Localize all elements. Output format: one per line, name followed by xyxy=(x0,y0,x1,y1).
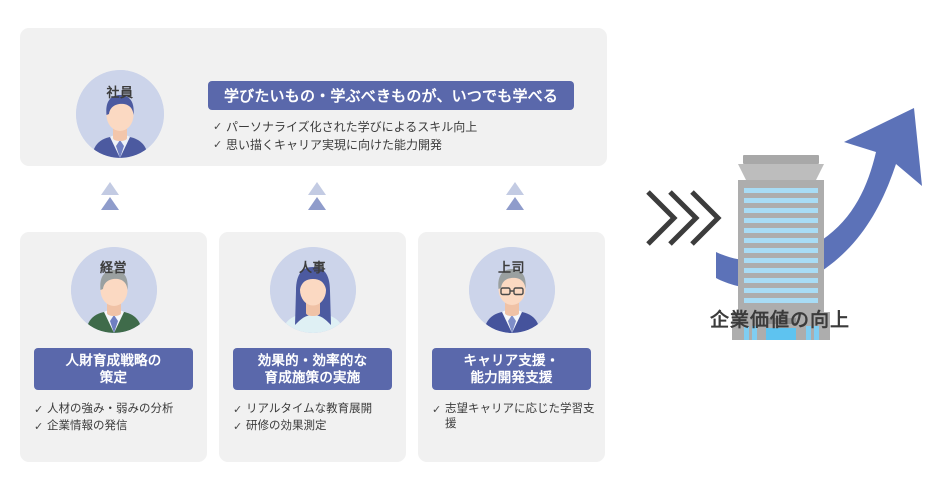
manager-figure-icon xyxy=(468,247,555,333)
list-item: ✓ リアルタイムな教育展開 xyxy=(233,403,373,416)
check-icon: ✓ xyxy=(34,421,44,433)
employee-figure-icon xyxy=(76,70,164,158)
badge-line-2: 能力開発支援 xyxy=(470,370,553,385)
glasses-icon xyxy=(499,287,524,296)
connector-arrow-hr xyxy=(308,182,326,210)
badge-line-1: キャリア支援・ xyxy=(463,353,560,368)
headline-banner: 学びたいもの・学ぶべきものが、いつでも学べる xyxy=(208,81,574,110)
list-item: ✓ 人材の強み・弱みの分析 xyxy=(34,403,174,416)
check-icon: ✓ xyxy=(213,121,223,133)
check-icon: ✓ xyxy=(432,404,442,416)
corporate-value-caption: 企業価値の向上 xyxy=(709,310,850,331)
triangle-up-light-icon xyxy=(506,182,524,195)
badge-line-1: 効果的・効率的な xyxy=(257,353,368,368)
boss-task-list: ✓ 志望キャリアに応じた学習支援 xyxy=(432,402,598,433)
list-item: ✓ パーソナライズ化された学びによるスキル向上 xyxy=(213,120,478,134)
avatar-management: 経営 xyxy=(70,247,157,333)
avatar-label-employee: 社員 xyxy=(106,85,134,100)
connector-arrow-boss xyxy=(506,182,524,210)
chevron-triple-right-icon xyxy=(646,190,722,246)
avatar-label-boss: 上司 xyxy=(497,260,525,275)
role-panel-boss: 上司 xyxy=(418,232,605,462)
badge-line-1: 人財育成戦略の xyxy=(65,353,162,368)
executive-figure-icon xyxy=(70,247,157,333)
role-panel-management: 経営 人財育成戦略の 策定 ✓ 人材の強み・弱みの分析 xyxy=(20,232,207,462)
employee-benefit-list: ✓ パーソナライズ化された学びによるスキル向上 ✓ 思い描くキャリア実現に向けた… xyxy=(213,119,613,155)
avatar-hr: 人事 xyxy=(269,247,356,333)
list-item: ✓ 思い描くキャリア実現に向けた能力開発 xyxy=(213,138,443,152)
connector-arrow-management xyxy=(101,182,119,210)
role-panel-hr: 人事 効果的・効率的な 育成施策の実施 ✓ xyxy=(219,232,406,462)
badge-hr: 効果的・効率的な 育成施策の実施 xyxy=(233,348,392,390)
list-item: ✓ 企業情報の発信 xyxy=(34,420,128,433)
triangle-up-dark-icon xyxy=(101,197,119,210)
triangle-up-light-icon xyxy=(101,182,119,195)
check-icon: ✓ xyxy=(34,404,44,416)
triangle-up-dark-icon xyxy=(506,197,524,210)
corporate-value-graphic xyxy=(630,100,930,340)
hr-task-list: ✓ リアルタイムな教育展開 ✓ 研修の効果測定 xyxy=(233,402,399,436)
office-building-icon xyxy=(732,155,830,340)
management-task-list: ✓ 人材の強み・弱みの分析 ✓ 企業情報の発信 xyxy=(34,402,200,436)
avatar-label-hr: 人事 xyxy=(298,260,326,275)
avatar-employee: 社員 xyxy=(76,70,164,158)
check-icon: ✓ xyxy=(213,139,223,151)
employee-panel: 社員 xyxy=(20,28,607,166)
list-item: ✓ 志望キャリアに応じた学習支援 xyxy=(432,403,595,430)
triangle-up-dark-icon xyxy=(308,197,326,210)
avatar-boss: 上司 xyxy=(468,247,555,333)
badge-management: 人財育成戦略の 策定 xyxy=(34,348,193,390)
check-icon: ✓ xyxy=(233,404,243,416)
hr-figure-icon xyxy=(269,247,356,333)
badge-boss: キャリア支援・ 能力開発支援 xyxy=(432,348,591,390)
check-icon: ✓ xyxy=(233,421,243,433)
avatar-label-management: 経営 xyxy=(99,260,127,275)
badge-line-2: 策定 xyxy=(99,370,128,385)
badge-line-2: 育成施策の実施 xyxy=(264,370,361,385)
list-item: ✓ 研修の効果測定 xyxy=(233,420,327,433)
triangle-up-light-icon xyxy=(308,182,326,195)
